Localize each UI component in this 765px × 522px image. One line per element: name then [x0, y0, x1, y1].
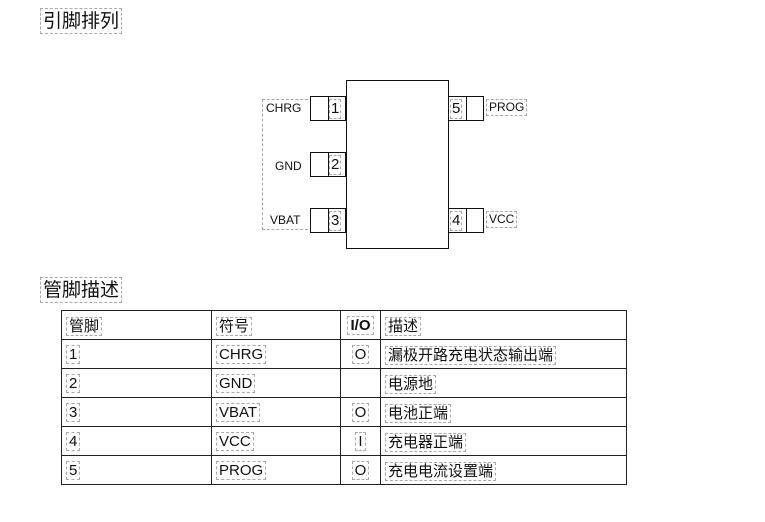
- cell-pin: 1: [66, 344, 81, 364]
- pin-label: CHRG: [266, 101, 302, 115]
- cell-description: 充电器正端: [385, 432, 467, 452]
- cell-io: O: [351, 402, 370, 422]
- pin-1: 1: [310, 96, 346, 121]
- pin-3: 3: [310, 208, 346, 233]
- pin-label: GND: [275, 159, 302, 173]
- pin-number: 3: [329, 211, 342, 231]
- pin-number: 1: [329, 99, 342, 119]
- pin-4: 4: [448, 208, 484, 233]
- pin-number: 2: [329, 155, 342, 175]
- cell-pin: 4: [66, 431, 81, 451]
- table-row: 4 VCC I 充电器正端: [61, 426, 627, 456]
- cell-symbol: VBAT: [216, 402, 261, 422]
- header-description: 描述: [385, 316, 422, 336]
- left-pins-outline: [262, 99, 308, 230]
- cell-symbol: CHRG: [216, 344, 267, 364]
- pin-label: VCC: [486, 211, 518, 228]
- chip-body: [346, 80, 449, 249]
- cell-description: 漏极开路充电状态输出端: [385, 345, 557, 365]
- header-symbol: 符号: [216, 316, 253, 336]
- pin-5: 5: [448, 96, 484, 121]
- pin-description-table: 管脚 符号 I/O 描述 1 CHRG O 漏极开路充电状态输出端 2 GND …: [61, 310, 627, 485]
- pin-label: PROG: [486, 99, 528, 116]
- header-io: I/O: [347, 315, 374, 335]
- pinout-heading: 引脚排列: [40, 8, 123, 34]
- pin-2: 2: [310, 152, 346, 177]
- pin-number: 5: [450, 99, 463, 119]
- table-row: 3 VBAT O 电池正端: [61, 397, 627, 427]
- table-header-row: 管脚 符号 I/O 描述: [61, 310, 627, 340]
- cell-pin: 2: [66, 373, 81, 393]
- table-row: 2 GND 电源地: [61, 368, 627, 398]
- header-pin: 管脚: [66, 316, 103, 336]
- cell-symbol: GND: [216, 373, 256, 393]
- cell-description: 充电电流设置端: [385, 461, 497, 481]
- cell-io: O: [351, 344, 370, 364]
- cell-description: 电源地: [385, 374, 437, 394]
- pin-label: VBAT: [270, 213, 301, 227]
- table-row: 1 CHRG O 漏极开路充电状态输出端: [61, 339, 627, 369]
- cell-symbol: PROG: [216, 460, 267, 480]
- cell-pin: 3: [66, 402, 81, 422]
- cell-io: I: [355, 431, 366, 451]
- pin-description-heading: 管脚描述: [40, 277, 123, 303]
- table-row: 5 PROG O 充电电流设置端: [61, 455, 627, 485]
- cell-symbol: VCC: [216, 431, 254, 451]
- cell-description: 电池正端: [385, 403, 452, 423]
- pin-number: 4: [450, 211, 463, 231]
- cell-pin: 5: [66, 460, 81, 480]
- cell-io: O: [351, 460, 370, 480]
